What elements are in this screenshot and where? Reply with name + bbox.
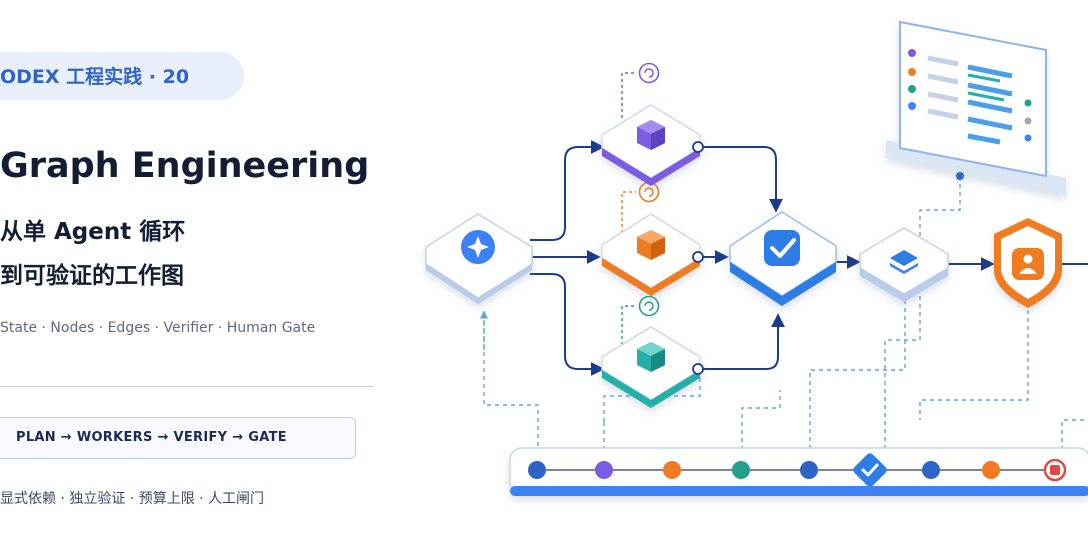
cycle-icon (638, 295, 660, 317)
timeline-dot (595, 461, 613, 479)
cycle-icon (638, 62, 660, 84)
timeline-bar (509, 447, 1088, 496)
timeline-dot (922, 461, 940, 479)
flow-box (0, 417, 356, 459)
worker-node-3 (601, 326, 704, 408)
cycle-icon (638, 181, 660, 203)
timeline-dot (982, 461, 1000, 479)
cube-icon (637, 230, 665, 260)
flow-step-plan: PLAN (16, 430, 56, 445)
timeline-dot (528, 461, 546, 479)
flow-arrow: → (157, 430, 169, 445)
layers-node (859, 227, 949, 302)
human-gate-node (994, 218, 1062, 308)
keywords-line: State · Nodes · Edges · Verifier · Human… (0, 320, 316, 336)
flow-step-verify: VERIFY (173, 430, 228, 445)
page-title: Graph Engineering (0, 146, 370, 186)
cube-icon (637, 120, 665, 150)
timeline-dot (732, 461, 750, 479)
start-node (425, 213, 533, 304)
flow-step-workers: WORKERS (76, 430, 153, 445)
timeline-dot (663, 461, 681, 479)
layers-icon (890, 250, 918, 274)
flow-edges (530, 140, 1088, 376)
cycle-links (621, 72, 636, 345)
timeline-dot (800, 461, 818, 479)
series-badge-label: ODEX 工程实践 · 20 (0, 66, 190, 88)
divider (0, 386, 374, 387)
worker-node-2 (601, 213, 704, 296)
dashboard-panel (886, 20, 1066, 196)
worker-node-1 (601, 104, 704, 186)
cube-icon (637, 342, 665, 372)
features-line: 显式依赖 · 独立验证 · 预算上限 · 人工闸门 (0, 491, 265, 507)
verifier-node (729, 211, 837, 306)
flow-arrow: → (60, 430, 72, 445)
list-panel-icon (908, 49, 1032, 145)
flow-step-gate: GATE (248, 430, 287, 445)
timeline-steps (528, 453, 1067, 487)
flow-arrow: → (232, 430, 244, 445)
flow-sequence: PLAN → WORKERS → VERIFY → GATE (16, 430, 287, 445)
check-icon (770, 238, 796, 258)
person-icon (1019, 254, 1037, 274)
subtitle-line-1: 从单 Agent 循环 (0, 219, 186, 245)
check-icon (853, 453, 887, 487)
subtitle-line-2: 到可验证的工作图 (0, 263, 184, 289)
stop-icon (1043, 458, 1067, 482)
series-badge (0, 52, 244, 100)
sparkle-icon (467, 236, 489, 258)
